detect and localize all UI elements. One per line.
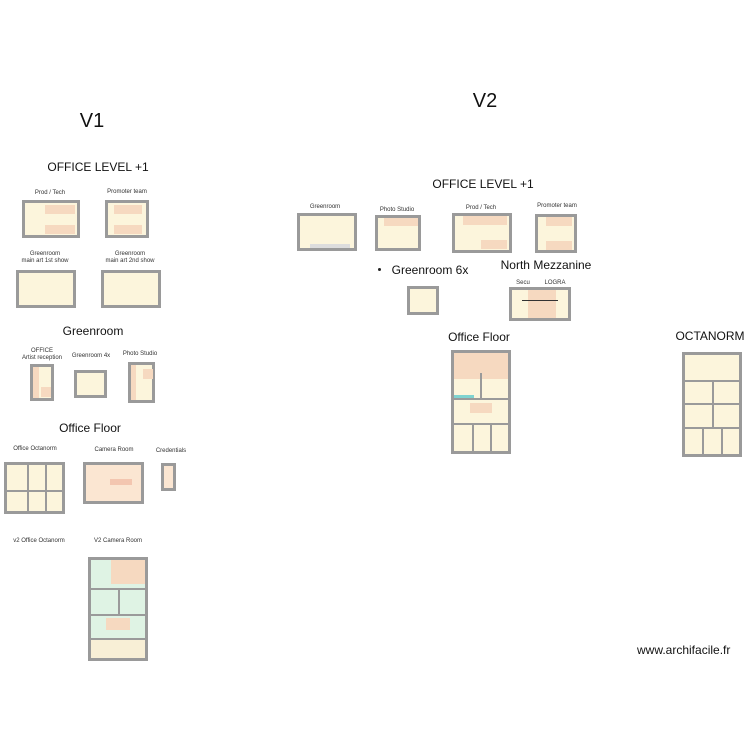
plan-label: v2 Office Octanorm (13, 538, 65, 544)
marker-dot (378, 268, 381, 271)
v2-title: V2 (472, 90, 498, 112)
floor-plan-v2-prod-tech[interactable] (452, 213, 512, 253)
plan-label: Greenroom (309, 204, 341, 210)
floor-plan-v2-greenroom[interactable] (297, 213, 357, 251)
floor-plan-artist-reception[interactable] (30, 364, 54, 401)
floor-plan-camera-room[interactable] (83, 462, 144, 504)
floor-plan-office-octanorm[interactable] (4, 462, 65, 514)
floor-plan-secu-logra[interactable] (509, 287, 571, 321)
floor-plan-v2-photo-studio[interactable] (375, 215, 421, 251)
plan-label: Prod / Tech (34, 190, 66, 196)
plan-label: Promoter team (537, 203, 577, 209)
plan-label: Greenroom main art 1st show (21, 251, 69, 264)
floor-plan-greenroom-2nd-show[interactable] (101, 270, 161, 308)
plan-label: Photo Studio (122, 351, 158, 357)
plan-label: Greenroom 4x (71, 353, 111, 359)
floor-plan-v2-camera-room[interactable] (88, 557, 148, 661)
v2-north-mezzanine-heading: North Mezzanine (500, 258, 592, 272)
plan-label: Photo Studio (379, 207, 415, 213)
floor-plan-promoter-team[interactable] (105, 200, 149, 238)
plan-label: Prod / Tech (465, 205, 497, 211)
v2-greenroom-6x-heading: Greenroom 6x (391, 263, 469, 277)
floor-plan-greenroom-6x[interactable] (407, 286, 439, 315)
watermark: www.archifacile.fr (637, 643, 731, 657)
floor-plan-credentials[interactable] (161, 463, 176, 491)
floor-plan-greenroom-4x[interactable] (74, 370, 107, 398)
plan-label: Office Octanorm (13, 446, 57, 452)
v2-octanorm-heading: OCTANORM (675, 329, 745, 343)
v1-office-level-heading: OFFICE LEVEL +1 (47, 160, 149, 174)
floor-plan-octanorm[interactable] (682, 352, 742, 457)
floor-plan-v2-office-floor[interactable] (451, 350, 511, 454)
plan-label: Promoter team (107, 189, 147, 195)
floor-plan-prod-tech[interactable] (22, 200, 80, 238)
plan-label: LOGRA (544, 280, 566, 286)
v1-title: V1 (79, 110, 105, 132)
v2-office-level-heading: OFFICE LEVEL +1 (432, 177, 534, 191)
v2-office-floor-heading: Office Floor (448, 330, 510, 344)
plan-label: OFFICE Artist reception (21, 348, 63, 361)
plan-label: Greenroom main art 2nd show (105, 251, 155, 264)
plan-label: Secu (516, 280, 530, 286)
floor-plan-v2-promoter-team[interactable] (535, 214, 577, 253)
plan-label: Credentials (155, 448, 187, 454)
plan-label: V2 Camera Room (93, 538, 143, 544)
plan-label: Camera Room (94, 447, 134, 453)
floor-plan-photo-studio[interactable] (128, 362, 155, 403)
floor-plan-greenroom-1st-show[interactable] (16, 270, 76, 308)
v1-office-floor-heading: Office Floor (59, 421, 121, 435)
v1-greenroom-heading: Greenroom (62, 324, 124, 338)
